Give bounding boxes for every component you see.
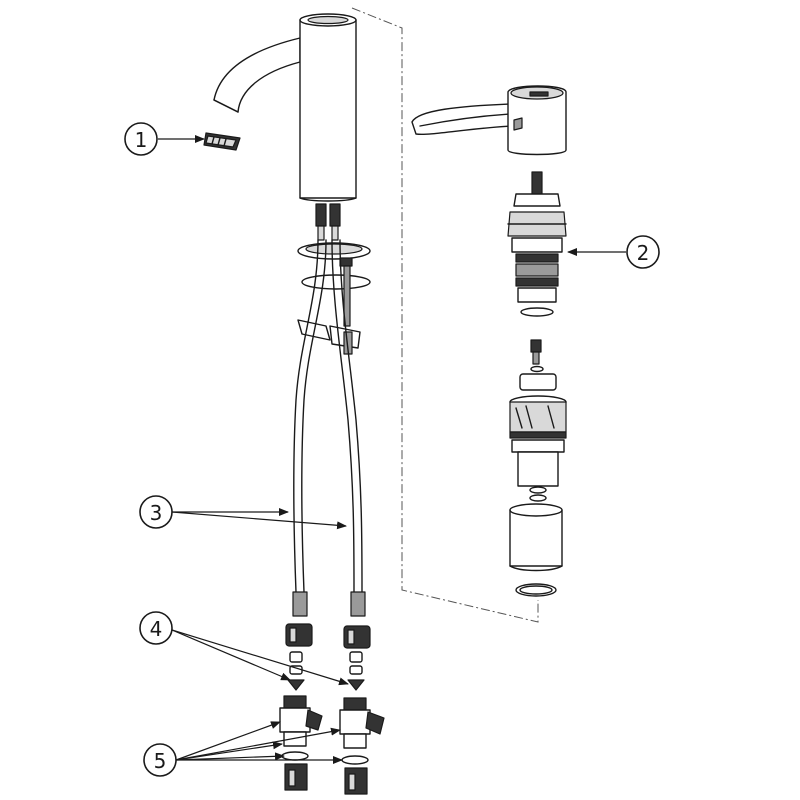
callout-3-label: 3: [150, 501, 163, 525]
callout-4: 4: [139, 611, 173, 645]
lever-handle: [411, 85, 567, 156]
aerator: [203, 132, 241, 151]
callout-2: 2: [626, 235, 660, 269]
arrow-head-icon: [171, 629, 291, 681]
valve-body: [509, 395, 567, 502]
faucet-body: [213, 13, 357, 202]
flexible-hoses: [292, 239, 363, 593]
callout-4-label: 4: [150, 617, 163, 641]
leader-lines: [158, 135, 626, 764]
stop-valve-left: [279, 695, 323, 791]
arrow-head-icon: [175, 727, 341, 761]
sleeve: [509, 503, 563, 597]
arrow-head-icon: [171, 511, 347, 530]
stop-valve-right: [339, 697, 385, 795]
arrow-head-icon: [175, 752, 285, 761]
hose-end-right: [343, 591, 371, 691]
arrow-head-icon: [171, 629, 349, 686]
callout-5: 5: [143, 743, 177, 777]
callout-2-label: 2: [637, 241, 650, 265]
callout-1-label: 1: [135, 128, 148, 152]
assembly-guide-line: [351, 7, 539, 623]
hose-end-left: [285, 591, 313, 691]
body-connectors: [297, 203, 371, 355]
callout-3: 3: [139, 495, 173, 529]
callout-5-label: 5: [154, 749, 167, 773]
callout-1: 1: [124, 122, 158, 156]
arrow-head-icon: [175, 721, 281, 761]
screw-and-collar: [519, 339, 557, 391]
cartridge: [507, 171, 567, 317]
